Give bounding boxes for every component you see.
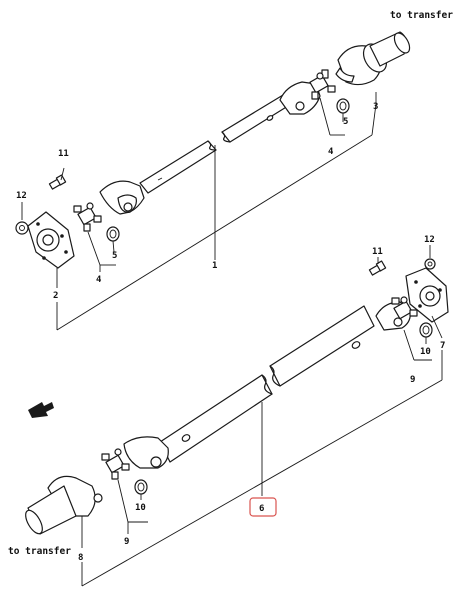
callout-6: 6 [259, 504, 264, 514]
callout-5-upper-left: 5 [112, 251, 117, 261]
lower-front-flange [405, 267, 449, 323]
labels: to transfer to transfer 11 12 3 5 4 5 4 … [8, 10, 453, 563]
circlip-icon [134, 479, 148, 495]
callout-10-lower-right: 10 [420, 347, 431, 357]
nut-icon [15, 221, 29, 235]
circlip-icon [336, 98, 350, 114]
callout-9-lower-left: 9 [124, 537, 129, 547]
upper-right-spider [309, 69, 336, 100]
upper-rear-yoke [99, 180, 145, 215]
callout-4-upper-right: 4 [328, 147, 334, 157]
lower-shaft-tube [159, 305, 375, 463]
upper-front-yoke [279, 81, 321, 115]
upper-left-spider [73, 202, 102, 232]
bolt-icon [368, 260, 387, 276]
rear-flange [27, 211, 75, 269]
callout-11-upper: 11 [58, 149, 69, 159]
to-transfer-caption-top: to transfer [390, 10, 453, 21]
lower-shaft-assembly [25, 245, 449, 587]
lower-callout-leaders [81, 245, 443, 587]
callout-10-lower-left: 10 [135, 503, 146, 513]
callout-5-upper-right: 5 [343, 117, 348, 127]
upper-shaft-tube [139, 91, 297, 194]
callout-7: 7 [440, 341, 445, 351]
to-transfer-caption-bottom: to transfer [8, 546, 71, 557]
callout-3: 3 [373, 102, 378, 112]
bolt-icon [48, 174, 67, 190]
lower-left-spider [101, 448, 130, 480]
upper-shaft-assembly [15, 31, 411, 331]
callout-1: 1 [212, 261, 217, 271]
callout-4-upper-left: 4 [96, 275, 102, 285]
callout-11-lower: 11 [372, 247, 383, 257]
lower-slip-yoke [123, 436, 169, 469]
callout-2: 2 [53, 291, 58, 301]
callout-12-upper: 12 [16, 191, 27, 201]
lower-transfer-sleeve [25, 475, 103, 535]
circlip-icon [419, 322, 433, 338]
callout-8: 8 [78, 553, 83, 563]
callout-9-lower-right: 9 [410, 375, 415, 385]
circlip-icon [106, 226, 120, 242]
lower-right-spider [391, 296, 418, 320]
transfer-flange-yoke [335, 31, 411, 86]
callout-6-highlight-box[interactable] [249, 497, 277, 517]
callout-12-lower: 12 [424, 235, 435, 245]
front-direction-arrow-icon [28, 402, 54, 418]
upper-callout-leaders [21, 92, 377, 331]
nut-icon [424, 258, 436, 270]
